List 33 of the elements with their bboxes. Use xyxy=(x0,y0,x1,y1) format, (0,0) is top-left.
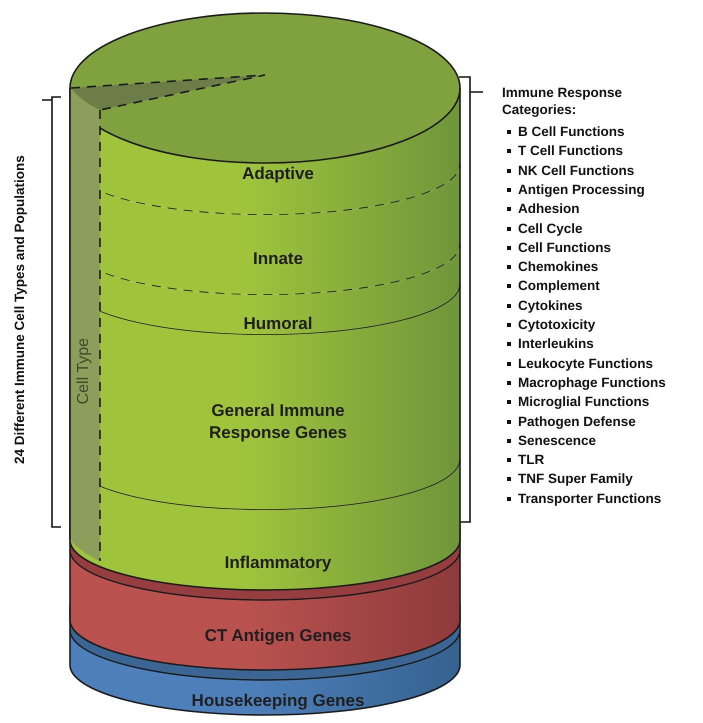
list-heading: Immune Response Categories: xyxy=(502,84,624,118)
band-label: Housekeeping Genes xyxy=(190,690,366,712)
cylinder-band xyxy=(68,12,462,217)
strip-label: Cell Type xyxy=(75,338,93,404)
list-item: Adhesion xyxy=(507,201,580,216)
list-item: Antigen Processing xyxy=(507,182,645,197)
list-item: Cell Functions xyxy=(507,240,612,255)
list-item: Complement xyxy=(507,278,600,294)
list-item: Senescence xyxy=(507,432,596,448)
list-item: Microglial Functions xyxy=(507,394,650,410)
band-label: Innate xyxy=(252,248,304,270)
list-item: Interleukins xyxy=(507,336,594,352)
bracket-label: 24 Different Immune Cell Types and Populations xyxy=(12,154,27,466)
list-item: Macrophage Functions xyxy=(507,374,666,390)
band-label: Humoral xyxy=(242,313,314,335)
list-item: Cytokines xyxy=(507,298,583,313)
list-item: Pathogen Defense xyxy=(507,414,636,428)
list-item: Cell Cycle xyxy=(507,220,583,236)
list-item: Leukocyte Functions xyxy=(507,356,654,371)
list-item: B Cell Functions xyxy=(507,124,625,139)
band-label: Inflammatory xyxy=(224,552,332,574)
cylinder-band xyxy=(68,460,462,592)
band-label: CT Antigen Genes xyxy=(204,625,352,647)
cell-type-strip xyxy=(69,88,102,563)
list-item: Transporter Functions xyxy=(507,490,662,506)
band-label: Adaptive xyxy=(241,163,315,185)
list-item: TLR xyxy=(507,452,544,468)
band-label: General Immune Response Genes xyxy=(208,400,348,444)
list-item: Chemokines xyxy=(507,259,598,274)
list-item: T Cell Functions xyxy=(507,143,624,158)
list-item: NK Cell Functions xyxy=(507,162,634,178)
list-item: Cytotoxicity xyxy=(507,317,596,332)
list-item: TNF Super Family xyxy=(507,471,633,486)
